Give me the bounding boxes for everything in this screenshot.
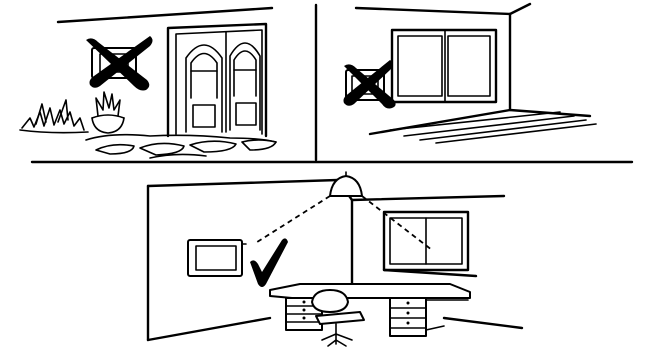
sunlight-rays-on-floor (389, 111, 597, 144)
cross-mark-icon (343, 60, 396, 109)
floor-left (146, 316, 272, 342)
paving-stones (85, 133, 277, 159)
panel-sunny-window-wall (343, 2, 597, 144)
roof-line (56, 6, 274, 24)
office-chair (311, 289, 365, 347)
cross-mark-icon (86, 36, 153, 91)
ceiling-lamp (329, 171, 363, 197)
panel-shaded-interior-wall (146, 171, 524, 347)
french-door (166, 22, 268, 138)
thermostat-correct (187, 239, 247, 277)
floor-right (442, 316, 524, 330)
panel-outdoor-wall (19, 6, 277, 159)
window (390, 28, 498, 104)
garden-shrubs (19, 99, 89, 134)
desk (269, 283, 471, 337)
ceiling-corner (508, 2, 532, 16)
ceiling-line (354, 6, 512, 16)
ceiling-left (146, 178, 340, 188)
light-ray-to-window (361, 195, 433, 251)
light-ray-to-thermostat (253, 195, 331, 245)
potted-plant (91, 91, 125, 134)
interior-window (382, 210, 478, 278)
check-mark-icon (250, 238, 288, 287)
